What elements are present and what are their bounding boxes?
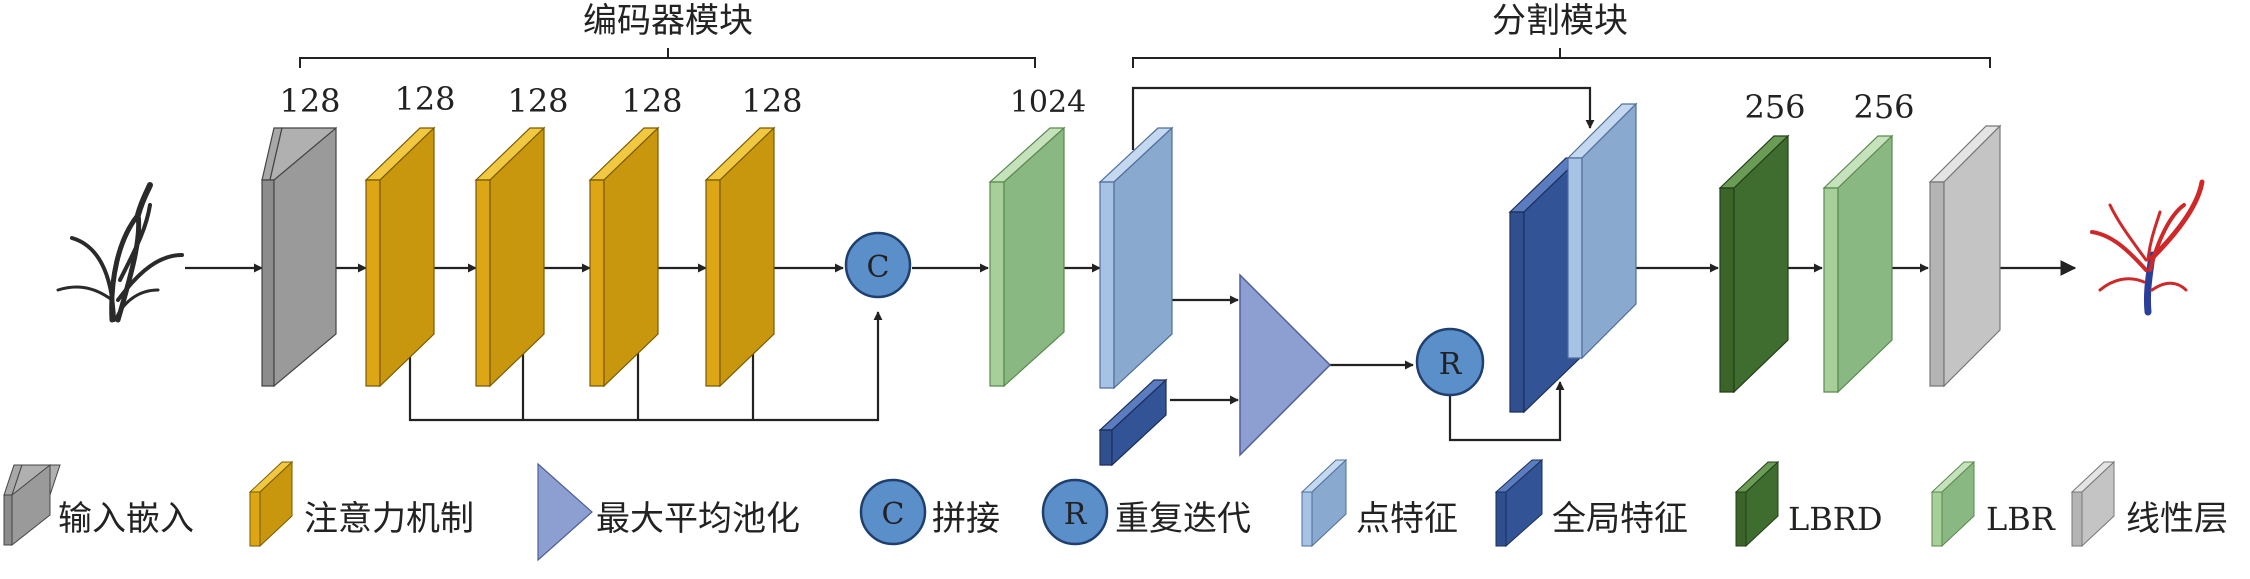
max-avg-pool-node [1239, 273, 1332, 457]
legend-lbr-swatch [1930, 460, 1976, 548]
legend-point-feature-swatch [1300, 458, 1348, 548]
encoder-bracket [299, 48, 1036, 68]
output-segmented-plant-icon [2090, 179, 2205, 316]
legend-lbrd-swatch [1734, 460, 1780, 548]
legend-repeat-swatch [1041, 478, 1109, 546]
repeat-node-label: R [1439, 347, 1463, 382]
attn3-dim-label: 128 [621, 82, 682, 120]
legend-lbrd-label: LBRD [1788, 500, 1883, 538]
legend-point-feature-label: 点特征 [1356, 499, 1458, 539]
legend-attention-swatch [248, 460, 294, 548]
legend-linear-label: 线性层 [2126, 499, 2228, 539]
lbrd-block [1718, 134, 1790, 394]
linear-layer-block [1928, 124, 2002, 388]
concat-node [844, 231, 912, 299]
small-global-feature-block [1098, 378, 1168, 467]
attn4-dim-label: 128 [741, 82, 802, 120]
attention-block-2 [474, 126, 546, 388]
attn1-dim-label: 128 [394, 80, 455, 118]
legend-input-embed-swatch [3, 463, 61, 547]
attn2-dim-label: 128 [507, 82, 568, 120]
legend-pool-swatch [537, 462, 593, 562]
attention-block-4 [704, 126, 776, 388]
attention-block-1 [364, 126, 436, 388]
global-feature-block [1508, 156, 1582, 414]
point-feature-block-merged [1566, 102, 1638, 360]
segmentation-bracket [1132, 48, 1991, 68]
input-plant-icon [56, 182, 184, 323]
legend-input-embed-label: 输入嵌入 [58, 499, 194, 539]
legend: 输入嵌入 注意力机制 最大平均池化 C 拼接 R 重复迭代 [3, 458, 2228, 562]
legend-global-feature-label: 全局特征 [1552, 499, 1688, 539]
legend-pool-label: 最大平均池化 [596, 499, 800, 539]
concat-out-dim-label: 1024 [1010, 85, 1086, 120]
legend-global-feature-swatch [1494, 458, 1544, 548]
concat-node-label: C [867, 250, 890, 285]
concat-output-block [988, 126, 1066, 388]
legend-concat-swatch [859, 478, 927, 546]
lbrd-dim-label: 256 [1744, 88, 1805, 126]
legend-concat-symbol: C [882, 497, 905, 532]
embed-dim-label: 128 [279, 82, 340, 120]
legend-concat-label: 拼接 [932, 499, 1000, 539]
repeat-node [1415, 327, 1485, 397]
legend-repeat-symbol: R [1064, 497, 1088, 532]
attention-block-3 [588, 126, 660, 388]
segmentation-section-title: 分割模块 [1492, 1, 1628, 41]
legend-linear-swatch [2070, 460, 2116, 548]
lbr-dim-label: 256 [1853, 88, 1914, 126]
legend-repeat-label: 重复迭代 [1115, 499, 1251, 539]
point-feature-block [1098, 126, 1174, 390]
input-embedding-block [261, 126, 337, 388]
lbr-block [1822, 134, 1894, 394]
legend-attention-label: 注意力机制 [304, 499, 474, 539]
legend-lbr-label: LBR [1986, 500, 2056, 538]
encoder-section-title: 编码器模块 [583, 1, 753, 41]
